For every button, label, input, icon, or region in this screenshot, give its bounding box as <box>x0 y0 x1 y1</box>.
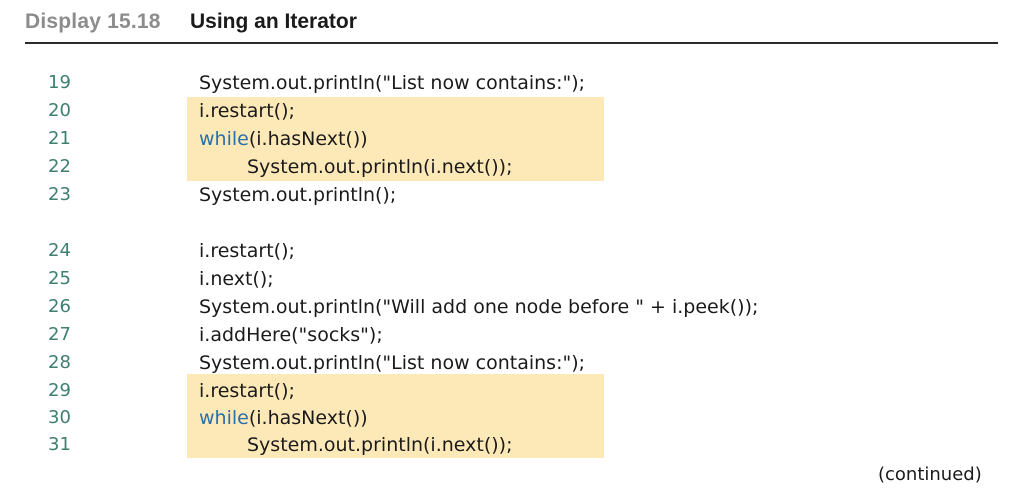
code-text: System.out.println("Will add one node be… <box>199 296 759 318</box>
code-line: 23 System.out.println(); <box>0 181 1023 209</box>
line-number: 21 <box>48 128 71 149</box>
code-text-rest: (i.hasNext()) <box>248 407 368 429</box>
code-text: i.addHere("socks"); <box>199 324 383 346</box>
line-number: 20 <box>48 100 71 121</box>
code-text: i.restart(); <box>199 240 295 262</box>
code-text: System.out.println("List now contains:")… <box>199 72 586 94</box>
code-text: System.out.println(); <box>199 184 397 206</box>
code-line: 30 while(i.hasNext()) <box>0 404 1023 432</box>
code-text: System.out.println("List now contains:")… <box>199 352 586 374</box>
display-header: Display 15.18 Using an Iterator <box>25 6 998 44</box>
code-line: 31 System.out.println(i.next()); <box>0 431 1023 459</box>
code-line: 28 System.out.println("List now contains… <box>0 349 1023 377</box>
code-text: System.out.println(i.next()); <box>247 434 513 456</box>
line-number: 28 <box>48 352 71 373</box>
code-line: 22 System.out.println(i.next()); <box>0 153 1023 181</box>
code-text: while(i.hasNext()) <box>199 404 368 432</box>
line-number: 31 <box>48 434 71 455</box>
code-line: 25 i.next(); <box>0 265 1023 293</box>
display-number: Display 15.18 <box>25 10 161 33</box>
line-number: 23 <box>48 184 71 205</box>
keyword: while <box>199 128 249 150</box>
line-number: 19 <box>48 72 71 93</box>
line-number: 30 <box>48 407 71 428</box>
code-line: 26 System.out.println("Will add one node… <box>0 293 1023 321</box>
code-line: 20 i.restart(); <box>0 97 1023 125</box>
line-number: 25 <box>48 268 71 289</box>
code-text: System.out.println(i.next()); <box>247 156 513 178</box>
code-text: i.restart(); <box>199 380 295 402</box>
code-line: 19 System.out.println("List now contains… <box>0 69 1023 97</box>
code-line: 21 while(i.hasNext()) <box>0 125 1023 153</box>
line-number: 24 <box>48 240 71 261</box>
code-text: i.restart(); <box>199 100 295 122</box>
line-number: 27 <box>48 324 71 345</box>
line-number: 26 <box>48 296 71 317</box>
code-line: 27 i.addHere("socks"); <box>0 321 1023 349</box>
highlight-block-2 <box>187 374 604 458</box>
continued-note: (continued) <box>878 464 982 485</box>
line-number: 22 <box>48 156 71 177</box>
display-title: Using an Iterator <box>190 10 357 33</box>
code-text: i.next(); <box>199 268 274 290</box>
highlight-block-1 <box>187 97 604 181</box>
code-text-rest: (i.hasNext()) <box>248 128 368 150</box>
line-number: 29 <box>48 380 71 401</box>
code-line: 24 i.restart(); <box>0 237 1023 265</box>
code-line: 29 i.restart(); <box>0 377 1023 405</box>
code-text: while(i.hasNext()) <box>199 125 368 153</box>
keyword: while <box>199 407 249 429</box>
